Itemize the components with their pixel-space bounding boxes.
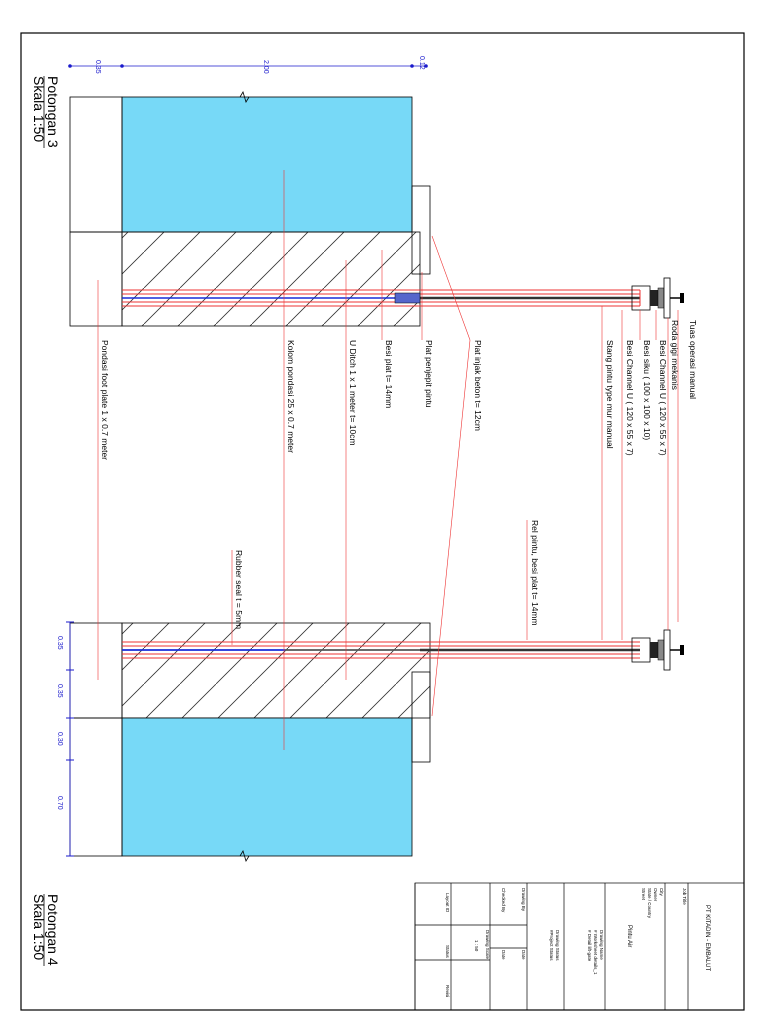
gear-top [650, 290, 658, 306]
dim-bottom-2: 0.35 [56, 684, 63, 698]
gate-nut-top [394, 292, 421, 304]
label-siku: Besi siku ( 100 x 100 x 10) [642, 340, 652, 440]
title-block-text: PT KITADIN - EMBALUT Job Title Pintu Air… [445, 888, 710, 997]
tb-drawing-name-1: # Worksheet details_1 [593, 930, 598, 975]
section-top-title: Potongan 3 [45, 76, 61, 148]
section-title-top: Potongan 3 Skala 1:50 [31, 76, 61, 148]
label-stang: Stang pintu type mur manual [605, 340, 615, 449]
label-u-ditch: U Ditch 1 x 1 meter t= 10cm [348, 340, 358, 446]
labels: Tuas operasi manual Roda gigi mekanis Be… [100, 320, 698, 629]
handle-bottom [680, 645, 684, 655]
dim-top-2: 2.00 [262, 60, 269, 74]
label-rubber: Rubber seal t = 5mm [234, 550, 244, 629]
channel-bottom [663, 629, 671, 671]
dimension-top: 0.35 2.00 0.12 [68, 56, 428, 74]
dim-top-3: 0.12 [418, 56, 425, 70]
dim-bottom-3: 0.30 [56, 732, 63, 746]
water-area-top [121, 96, 413, 233]
tb-drawing-status-label: Drawing Status [555, 930, 560, 961]
dimension-bottom: 0.35 0.35 0.30 0.70 [56, 621, 74, 857]
plat-injak-top [411, 185, 431, 275]
roda-gigi-bottom [657, 639, 665, 661]
channel-top [663, 277, 671, 319]
handle-top [680, 293, 684, 303]
dim-bottom-4: 0.70 [56, 796, 63, 810]
label-channel-1: Besi Channel U ( 120 x 55 x 7) [658, 340, 668, 456]
leader-plat-injak-2 [431, 339, 471, 717]
water-area-bottom [121, 717, 413, 857]
tb-job-title-label: Job Title [682, 888, 687, 905]
break-line-bottom [239, 850, 250, 862]
label-besi-plat: Besi plat t= 14mm [384, 340, 394, 408]
roda-gigi-top [657, 287, 665, 309]
concrete-hatch-bottom [121, 622, 431, 719]
concrete-hatch-top [121, 231, 421, 327]
sheet-border [20, 32, 745, 1011]
tb-owner-label: Owner [653, 888, 658, 902]
tb-drawing-name-label: Drawing Name [599, 930, 604, 960]
tb-project: Pintu Air [626, 925, 632, 947]
dim-bottom-1: 0.35 [56, 636, 63, 650]
tb-drawing-status-value: #Project Status [549, 930, 554, 961]
section-title-bottom: Potongan 4 Skala 1:50 [31, 894, 61, 966]
dim-top-1: 0.35 [94, 60, 101, 74]
label-tuas: Tuas operasi manual [688, 320, 698, 399]
tb-date-2: Date [501, 950, 506, 960]
tb-city-label: City [659, 888, 664, 896]
section-top-scale: Skala 1:50 [31, 76, 47, 142]
label-plat-injak: Plat injak beton t= 12cm [473, 340, 483, 431]
tb-drawing-scale-value: 1 : 50 [474, 940, 479, 952]
tb-status: Status [445, 945, 450, 959]
foundation-top [69, 231, 123, 327]
tb-checked-by: Checked By [501, 888, 506, 913]
leader-plat-injak [431, 235, 471, 341]
title-block [414, 882, 745, 1011]
foundation-bottom [69, 622, 123, 719]
bank-bottom [69, 717, 123, 857]
label-pondasi: Pondasi foot plate 1 x 0.7 meter [100, 340, 110, 460]
section-top [69, 91, 684, 327]
tb-street-label: Street [641, 888, 646, 901]
break-line-top [239, 91, 250, 103]
label-roda: Roda gigi mekanis [670, 320, 680, 390]
label-channel-2: Besi Channel U ( 120 x 55 x 7) [625, 340, 635, 456]
label-kolom: Kolom pondasi 25 x 0.7 meter [286, 340, 296, 453]
section-bottom-title: Potongan 4 [45, 894, 61, 966]
tb-date-1: Date [521, 950, 526, 960]
tb-drawing-by: Drawing By [521, 888, 526, 912]
section-bottom-scale: Skala 1:50 [31, 894, 47, 960]
leader-lines [97, 170, 679, 750]
gear-bottom [650, 642, 658, 658]
tb-drawing-scale-label: Drawing Scale [485, 930, 490, 960]
bank-top [69, 96, 123, 233]
label-rel: Rel pintu, besi plat t= 14mm [530, 520, 540, 626]
section-bottom [69, 622, 684, 862]
tb-state-label: State / Country [647, 888, 652, 919]
tb-layout-id: Layout ID [445, 893, 450, 913]
tb-drawing-name-2: # Detail lift-gate [587, 930, 592, 962]
plat-injak-bottom [411, 671, 431, 763]
tb-revisi: Revisi [445, 985, 450, 997]
label-plat-penjepit: Plat penjepit pintu [424, 340, 434, 408]
tb-company: PT KITADIN - EMBALUT [704, 905, 710, 971]
